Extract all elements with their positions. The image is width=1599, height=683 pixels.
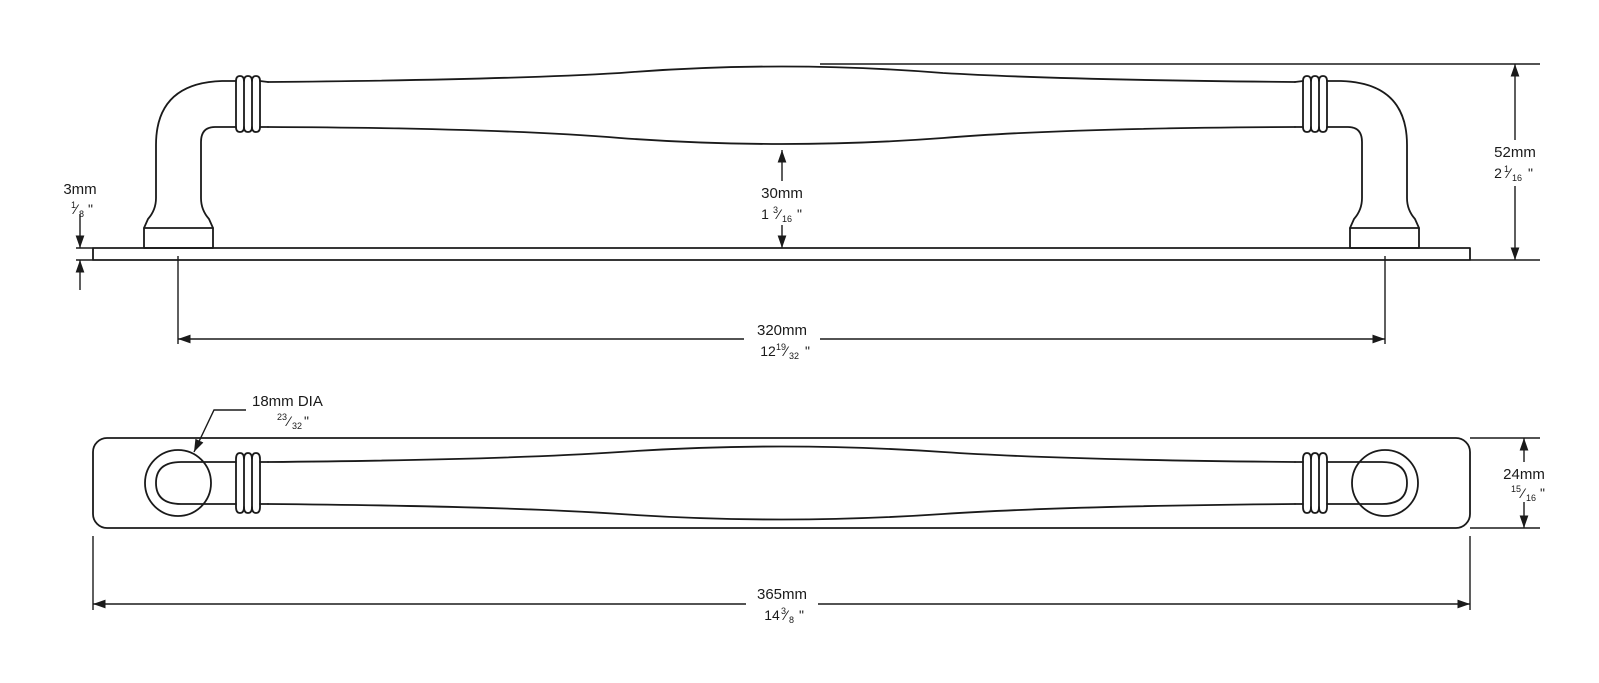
plate-width-metric: 24mm [1503, 466, 1545, 483]
svg-text:⁄: ⁄ [775, 206, 783, 222]
svg-text:8: 8 [789, 615, 794, 625]
svg-text:⁄: ⁄ [1519, 485, 1527, 501]
overall-metric: 365mm [757, 586, 807, 603]
top-left-post-outer [144, 449, 212, 517]
svg-text:": " [805, 343, 810, 359]
svg-text:⁄: ⁄ [1505, 165, 1513, 181]
projection-metric: 52mm [1494, 144, 1536, 161]
top-backplate [92, 437, 1471, 529]
svg-text:": " [799, 607, 804, 623]
side-grip-top [267, 65, 1296, 83]
svg-text:⁄: ⁄ [72, 201, 80, 217]
side-view: 30mm 1 3 ⁄ 16 " 3mm 1 ⁄ 8 " 52mm 2 1 ⁄ 1… [63, 63, 1550, 362]
base-thickness-metric: 3mm [63, 181, 96, 198]
side-right-leg-inner [1326, 126, 1363, 229]
svg-text:14: 14 [764, 607, 780, 623]
svg-text:19: 19 [776, 342, 786, 352]
top-right-end [1326, 461, 1408, 505]
top-grip-top [267, 445, 1296, 463]
side-left-collar [235, 75, 269, 133]
top-left-end [155, 461, 237, 505]
svg-text:1: 1 [1504, 164, 1509, 174]
svg-text:⁄: ⁄ [782, 343, 790, 359]
svg-text:3: 3 [781, 606, 786, 616]
top-left-collar [235, 452, 269, 514]
svg-text:23: 23 [277, 412, 287, 422]
svg-text:⁄: ⁄ [782, 607, 790, 623]
side-left-foot [143, 227, 214, 249]
top-right-collar [1294, 452, 1328, 514]
svg-text:32: 32 [292, 421, 302, 431]
side-left-leg-inner [200, 126, 237, 229]
svg-text:8: 8 [79, 209, 84, 219]
svg-text:15: 15 [1511, 484, 1521, 494]
side-right-leg [1326, 80, 1420, 229]
clearance-imperial: 1 [761, 206, 769, 222]
side-backplate [92, 247, 1471, 261]
svg-text:⁄: ⁄ [285, 413, 293, 429]
side-right-collar [1294, 75, 1328, 133]
side-right-foot [1349, 227, 1420, 249]
top-grip-bottom [267, 503, 1296, 521]
svg-text:": " [88, 201, 93, 217]
svg-text:12: 12 [760, 343, 776, 359]
svg-text:1: 1 [71, 200, 76, 210]
svg-text:16: 16 [782, 214, 792, 224]
svg-text:3: 3 [773, 205, 778, 215]
top-right-post-outer [1351, 449, 1419, 517]
svg-text:16: 16 [1512, 173, 1522, 183]
svg-text:": " [304, 413, 309, 429]
top-view: 18mm DIA 23 ⁄ 32 " 24mm 15 ⁄ 16 " 365mm … [92, 393, 1556, 627]
side-left-leg [143, 80, 237, 229]
centers-metric: 320mm [757, 322, 807, 339]
diameter-leader [193, 409, 246, 453]
diameter-metric: 18mm DIA [252, 393, 323, 410]
svg-text:": " [797, 206, 802, 222]
clearance-metric: 30mm [761, 185, 803, 202]
svg-text:": " [1540, 485, 1545, 501]
svg-text:": " [1528, 165, 1533, 181]
svg-text:2: 2 [1494, 165, 1502, 181]
side-grip-bottom [267, 126, 1296, 145]
svg-text:16: 16 [1526, 493, 1536, 503]
svg-text:32: 32 [789, 351, 799, 361]
